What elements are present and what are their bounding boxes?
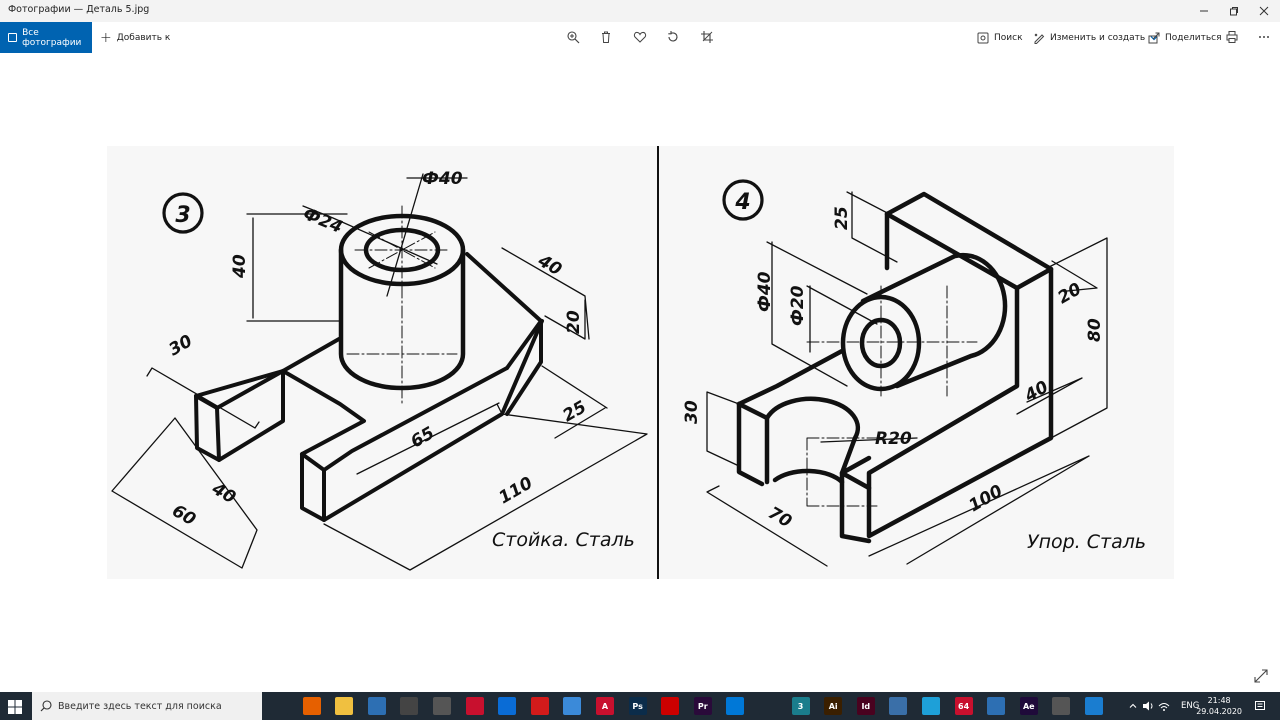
delete-icon[interactable]	[598, 29, 614, 45]
expand-icon[interactable]	[1254, 668, 1268, 683]
app-64-icon[interactable]: 64	[954, 697, 973, 715]
photoshop-icon[interactable]: Ps	[628, 697, 647, 715]
part-3-number-circle	[162, 192, 204, 234]
dim-d20: Ф20	[788, 285, 808, 326]
recorder-icon[interactable]	[661, 697, 680, 715]
taskbar-search-placeholder: Введите здесь текст для поиска	[58, 700, 222, 712]
file-explorer-icon[interactable]	[335, 697, 354, 715]
windows-start-icon[interactable]	[8, 699, 22, 714]
dim-d40-right: Ф40	[755, 271, 775, 312]
share-button[interactable]: Поделиться	[1148, 22, 1222, 53]
tray-chevron-icon[interactable]	[1128, 692, 1138, 720]
task-view-icon[interactable]	[270, 697, 288, 715]
close-button[interactable]	[1248, 0, 1280, 22]
zoom-icon[interactable]	[565, 29, 581, 45]
taskbar-search-box[interactable]: Введите здесь текст для поиска	[32, 692, 262, 720]
document-app-icon[interactable]	[987, 697, 1006, 715]
dim-h30: 30	[682, 400, 702, 424]
title-bar: Фотографии — Деталь 5.jpg	[0, 0, 1280, 22]
edge-icon[interactable]	[726, 697, 745, 715]
toolbar: Все фотографии + Добавить к Поиск Измени…	[0, 22, 1280, 53]
notes-app-icon[interactable]	[1052, 697, 1071, 715]
more-options-icon[interactable]	[1256, 29, 1272, 45]
opera-icon[interactable]	[530, 697, 549, 715]
dim-h80: 80	[1085, 318, 1105, 342]
rotate-icon[interactable]	[665, 29, 681, 45]
dim-h20-left: 20	[564, 310, 584, 334]
taskbar: Введите здесь текст для поиска A Ps Pr 3 Ai I…	[0, 692, 1280, 720]
restore-button[interactable]	[1218, 0, 1250, 22]
premiere-icon[interactable]: Pr	[693, 697, 712, 715]
language-indicator[interactable]: ENG	[1181, 701, 1200, 711]
outlook-icon[interactable]	[498, 697, 517, 715]
window-title: Фотографии — Деталь 5.jpg	[8, 4, 150, 15]
system-clock[interactable]: 21:48 29.04.2020	[1196, 695, 1242, 717]
part-4-number: 4	[734, 190, 750, 215]
search-image-icon	[977, 32, 989, 43]
search-icon	[40, 700, 52, 712]
favorite-icon[interactable]	[632, 29, 648, 45]
edit-icon	[1034, 33, 1045, 44]
add-to-button[interactable]: + Добавить к	[100, 22, 170, 53]
edit-create-label: Изменить и создать	[1050, 32, 1146, 43]
dim-r20: R20	[875, 429, 912, 449]
minimize-button[interactable]	[1188, 0, 1220, 22]
clock-date: 29.04.2020	[1196, 707, 1242, 716]
photos-icon	[8, 33, 18, 42]
all-photos-button[interactable]: Все фотографии	[0, 22, 92, 53]
water-app-icon[interactable]	[922, 697, 940, 715]
chevron-down-icon	[1150, 35, 1158, 40]
part-3-caption: Стойка. Сталь	[492, 529, 635, 551]
after-effects-icon[interactable]: Ae	[1019, 697, 1038, 715]
part-3-number: 3	[175, 203, 190, 228]
edit-create-button[interactable]: Изменить и создать	[1033, 22, 1164, 53]
technical-drawing-image: 3 Ф40 Ф24 40 40 20 30 65 25 110 40 60 Ст…	[107, 146, 1174, 579]
share-label: Поделиться	[1165, 32, 1222, 43]
photos-app-icon[interactable]	[1085, 697, 1103, 715]
search-label: Поиск	[994, 32, 1023, 43]
dim-h25-right: 25	[832, 206, 852, 230]
notifications-icon[interactable]	[1254, 692, 1266, 720]
monitor-icon[interactable]	[889, 697, 908, 715]
indesign-icon[interactable]: Id	[856, 697, 875, 715]
autocad-icon[interactable]: A	[596, 697, 614, 715]
acrobat-icon[interactable]	[465, 697, 484, 715]
add-to-label: Добавить к	[116, 32, 171, 43]
network-icon[interactable]	[1158, 692, 1170, 720]
illustrator-icon[interactable]: Ai	[824, 697, 843, 715]
crop-icon[interactable]	[699, 29, 715, 45]
part-4-caption: Упор. Сталь	[1027, 531, 1146, 553]
dim-h40-left: 40	[230, 254, 250, 279]
volume-icon[interactable]	[1142, 692, 1154, 720]
firefox-icon[interactable]	[302, 697, 321, 715]
settings-icon[interactable]	[759, 697, 777, 715]
store-icon[interactable]	[367, 697, 386, 715]
part-4-number-circle	[722, 179, 764, 221]
all-photos-label: Все фотографии	[22, 27, 82, 48]
mail-icon[interactable]	[400, 697, 419, 715]
print-icon[interactable]	[1224, 29, 1240, 45]
dim-d40-left: Ф40	[422, 169, 463, 189]
pen-app-icon[interactable]	[563, 697, 582, 715]
calculator-icon[interactable]	[433, 697, 451, 715]
3dsmax-icon[interactable]: 3	[791, 697, 810, 715]
search-button[interactable]: Поиск	[977, 22, 1023, 53]
plus-icon: +	[100, 29, 112, 46]
clock-time: 21:48	[1207, 696, 1231, 705]
share-icon	[1148, 32, 1160, 43]
